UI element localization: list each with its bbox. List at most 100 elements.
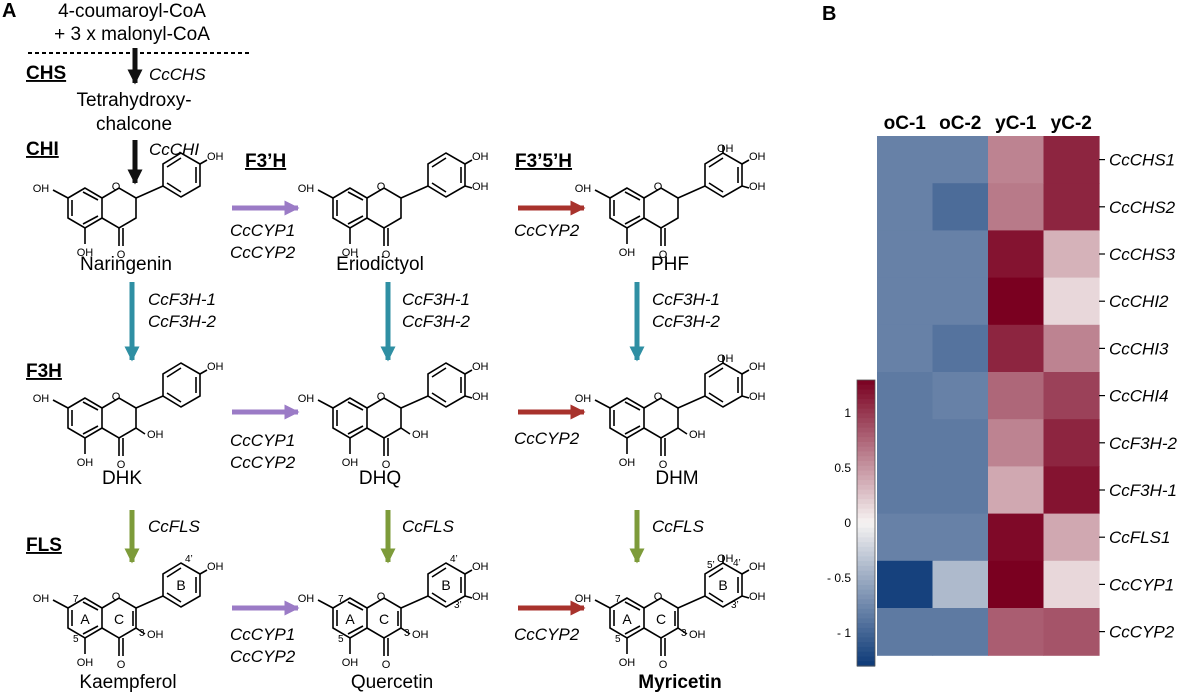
svg-text:O: O (654, 181, 663, 193)
svg-text:C: C (656, 611, 666, 627)
svg-text:4’: 4’ (185, 554, 193, 565)
colorbar-segment (857, 518, 875, 524)
heatmap-row-label: CcCHS2 (1109, 198, 1176, 217)
heatmap-cell (932, 560, 989, 609)
svg-text:OH: OH (33, 183, 50, 195)
svg-text:OH: OH (749, 361, 766, 373)
svg-text:B: B (718, 577, 727, 593)
svg-text:O: O (659, 459, 668, 471)
colorbar-tick-label: - 0.5 (827, 571, 851, 585)
colorbar-segment (857, 422, 875, 429)
svg-text:OH: OH (689, 429, 706, 441)
svg-text:B: B (441, 577, 450, 593)
colorbar-segment (857, 537, 875, 543)
svg-text:O: O (659, 249, 668, 261)
quercetin-structure: OH O O OH OH OH OH A C B 7 5 3 4’ 3’ (298, 554, 489, 671)
colorbar-segment (857, 499, 875, 505)
heatmap-cell (877, 324, 934, 373)
heatmap-cell (988, 277, 1045, 326)
svg-text:OH: OH (749, 151, 766, 163)
svg-text:OH: OH (298, 183, 315, 195)
heatmap-cell (988, 230, 1045, 279)
heatmap-cell (877, 230, 934, 279)
compound-myricetin: Myricetin (638, 672, 721, 693)
svg-text:OH: OH (472, 151, 489, 163)
svg-text:O: O (112, 181, 121, 193)
colorbar-segment (857, 513, 875, 519)
svg-text:OH: OH (77, 457, 94, 469)
heatmap-cell (1043, 513, 1100, 562)
colorbar-frame (856, 379, 876, 667)
svg-text:OH: OH (298, 393, 315, 405)
svg-text:OH: OH (207, 561, 224, 573)
svg-text:3: 3 (681, 628, 687, 639)
compound-phf: PHF (651, 254, 689, 275)
substrate-line-1: 4-coumaroyl-CoA (58, 1, 206, 22)
heatmap-cell (1043, 419, 1100, 467)
svg-text:3’: 3’ (454, 600, 462, 611)
colorbar-segment (857, 446, 875, 453)
svg-text:7: 7 (73, 594, 79, 605)
colorbar-tick-label: 0.5 (834, 461, 851, 475)
heatmap-cell (988, 136, 1045, 184)
colorbar-segment (857, 384, 875, 391)
heatmap-cell (988, 372, 1045, 420)
heatmap-cell (932, 608, 989, 656)
heatmap-row-label: CcCHI3 (1109, 339, 1169, 358)
heatmap-row-labels: CcCHS1CcCHS2CcCHS3CcCHI2CcCHI3CcCHI4CcF3… (1099, 151, 1178, 642)
svg-text:A: A (80, 611, 90, 627)
svg-text:OH: OH (472, 591, 489, 603)
heatmap-cell (932, 277, 989, 326)
svg-text:O: O (377, 181, 386, 193)
svg-text:3: 3 (139, 628, 145, 639)
heatmap-cell (932, 230, 989, 279)
colorbar-segment (857, 480, 875, 486)
colorbar-tick-label: 0 (844, 516, 851, 530)
svg-text:C: C (114, 611, 124, 627)
heatmap-cell (988, 608, 1045, 656)
compound-kaempferol: Kaempferol (79, 672, 176, 693)
colorbar-segment (857, 589, 875, 596)
heatmap-cell (1043, 136, 1100, 184)
heatmap-cell (988, 466, 1045, 515)
colorbar-segment (857, 632, 875, 638)
colorbar-segment (857, 465, 875, 472)
svg-text:OH: OH (689, 629, 706, 641)
colorbar-segment (857, 413, 875, 419)
colorbar-segment (857, 561, 875, 567)
colorbar-segment (857, 394, 875, 400)
heatmap-cell (1043, 608, 1100, 656)
colorbar-segment (857, 575, 875, 581)
colorbar-segment (857, 642, 875, 648)
heatmap-cell (877, 136, 934, 184)
colorbar-segment (857, 503, 875, 510)
colorbar-segment (857, 556, 875, 562)
svg-text:OH: OH (472, 391, 489, 403)
heatmap-column-label: oC-1 (884, 113, 927, 134)
phf-structure: O O OH OH OH OH OH (575, 143, 766, 261)
svg-text:OH: OH (717, 143, 734, 155)
colorbar-segment (857, 403, 875, 410)
svg-text:3: 3 (404, 628, 410, 639)
svg-text:OH: OH (147, 429, 164, 441)
panel-label-b: B (822, 3, 836, 25)
kaempferol-structure: OH O O OH OH OH A C B 7 5 3 4’ (33, 554, 224, 671)
colorbar-segment (857, 594, 875, 600)
colorbar-segment (857, 437, 875, 443)
heatmap-cell (1043, 230, 1100, 279)
colorbar-segment (857, 608, 875, 615)
gene-cyp2-row1b: CcCYP2 (514, 221, 580, 240)
heatmap-row-label: CcCHS3 (1109, 245, 1176, 264)
colorbar-segment (857, 565, 875, 572)
gene-cyp2-row2a: CcCYP2 (230, 453, 296, 472)
svg-text:B: B (176, 577, 185, 593)
svg-text:OH: OH (472, 181, 489, 193)
compound-dhk: DHK (102, 468, 142, 489)
colorbar-segment (857, 432, 875, 438)
colorbar-segment (857, 523, 875, 529)
colorbar-segment (857, 618, 875, 624)
gene-f3h1-col3: CcF3H-1 (652, 290, 720, 309)
colorbar-segment (857, 599, 875, 605)
